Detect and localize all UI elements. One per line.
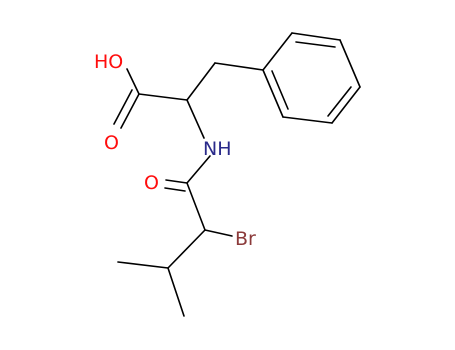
phenyl-ring — [262, 32, 361, 124]
benzyl-bond — [214, 62, 264, 71]
ring-bond — [331, 86, 361, 124]
ch2-alpha-bond — [186, 62, 216, 101]
carbonyl-cbr-bond — [186, 182, 206, 231]
alpha-carboxyl-bond — [138, 93, 188, 101]
ring-bond — [282, 116, 333, 124]
ring-bond — [291, 32, 341, 41]
amide-oxygen-label: O — [144, 172, 159, 194]
cbr-ch-bond — [167, 229, 206, 269]
carboxyl-oh-bond — [126, 68, 140, 95]
ring-double-bond — [295, 41, 336, 48]
ring-double-bond — [327, 86, 352, 117]
alpha-n-bond — [186, 99, 205, 139]
carboxyl-oxygen-label: O — [104, 132, 119, 154]
ring-bond — [262, 32, 293, 71]
amide-co-bond-2 — [164, 187, 186, 192]
bromine-label: Br — [235, 228, 256, 250]
carboxyl-co-bond-2 — [113, 89, 133, 125]
ring-bond — [339, 39, 361, 88]
amide-nitrogen-label: NH — [203, 138, 232, 160]
methyl-bond-1 — [117, 261, 169, 269]
methyl-bond-2 — [167, 267, 185, 317]
carboxyl-co-bond — [120, 93, 140, 129]
backbone — [113, 62, 264, 317]
amide-co-bond — [165, 179, 188, 184]
ring-double-bond — [271, 70, 289, 110]
ring-bond — [262, 69, 284, 118]
n-carbonyl-bond — [186, 155, 211, 184]
c-br-bond — [204, 229, 233, 237]
hydroxyl-label: HO — [94, 51, 123, 73]
